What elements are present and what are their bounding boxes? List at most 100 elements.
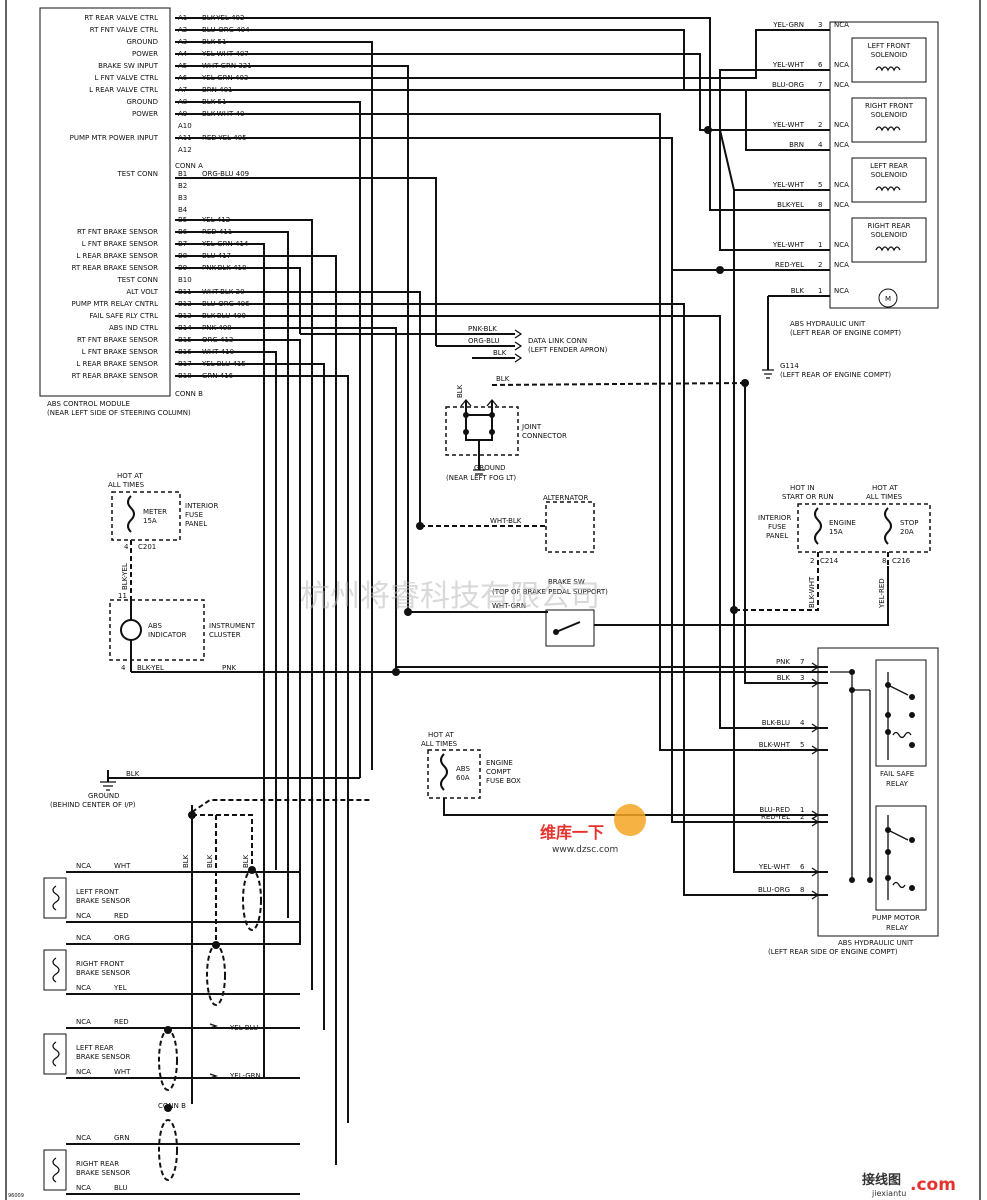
sensor-extra-bottom: YEL-GRN (229, 1072, 261, 1080)
hydraulic-bottom-wire: BLU-ORG (758, 886, 790, 894)
logo-text: 维库一下 (540, 823, 604, 842)
module-pin-number: A10 (178, 122, 192, 130)
hydraulic-bottom-pin: 6 (800, 863, 805, 871)
module-pin-label: L FNT BRAKE SENSOR (82, 348, 158, 356)
meter-wire: BLK-YEL (121, 563, 129, 590)
coil-icon (875, 186, 901, 192)
module-pin-label: POWER (132, 110, 158, 118)
meter-hot-1: HOT AT (117, 472, 144, 480)
ground-ip-label: GROUND (88, 792, 120, 800)
hydraulic-top-pin: 4 (818, 141, 823, 149)
solenoid-label-2: SOLENOID (871, 171, 907, 179)
hydraulic-top-location: (LEFT REAR OF ENGINE COMPT) (790, 329, 901, 337)
hydraulic-bottom-wire: YEL-WHT (758, 863, 791, 871)
c216-wire: YEL-RED (878, 578, 886, 609)
sensor-wire-top: ORG (114, 934, 130, 942)
fuse-box-label-2: COMPT (486, 768, 512, 776)
sensor-box (43, 1033, 67, 1075)
sensor-nca-bottom: NCA (76, 1068, 91, 1076)
corner-com: .com (910, 1175, 956, 1195)
module-name: ABS CONTROL MODULE (47, 400, 130, 408)
sensor-box (43, 877, 67, 919)
module-pin-label: BRAKE SW INPUT (98, 62, 159, 70)
c214-label: C214 (820, 557, 839, 565)
solenoid-label: RIGHT FRONT (865, 102, 914, 110)
sensor-label-2: BRAKE SENSOR (76, 1053, 130, 1061)
meter-panel-2: FUSE (185, 511, 203, 519)
fuse-box-label-3: FUSE BOX (486, 777, 521, 785)
module-pin-label: RT FNT VALVE CTRL (90, 26, 158, 34)
conn-b-bottom: CONN B (158, 1102, 186, 1110)
shield-wire-2: BLK (206, 854, 214, 868)
page-code: 96009 (8, 1193, 24, 1199)
solenoid-label-2: SOLENOID (871, 111, 907, 119)
sensor-nca-top: NCA (76, 934, 91, 942)
hydraulic-top-wire: BLU-ORG (772, 81, 804, 89)
brake-sw-wire: WHT-GRN (492, 602, 526, 610)
ground-ip-icon (100, 781, 116, 791)
engine-fuse-icon (814, 507, 822, 545)
c214-wire: BLK-WHT (808, 576, 816, 608)
logo-url: www.dzsc.com (552, 845, 618, 855)
abs-fuse-name: ABS (456, 765, 470, 773)
module-pin-label: ABS IND CTRL (109, 324, 158, 332)
dlc-wire-2: ORG-BLU (468, 337, 500, 345)
pump-relay-label: PUMP MOTOR (872, 914, 920, 922)
fail-safe-label: FAIL SAFE (880, 770, 914, 778)
dlc-wire-3: BLK (493, 349, 507, 357)
joint-ground-location: (NEAR LEFT FOG LT) (446, 474, 516, 482)
cluster-label: INSTRUMENT (209, 622, 256, 630)
right-panel-2: FUSE (768, 523, 786, 531)
hydraulic-bottom-pin: 8 (800, 886, 804, 894)
stop-fuse-name: STOP (900, 519, 918, 527)
module-pin-number: B2 (178, 182, 187, 190)
hydraulic-top-pin: 2 (818, 121, 822, 129)
hydraulic-top-pin: 7 (818, 81, 822, 89)
hydraulic-top-pin: 5 (818, 181, 822, 189)
g114-location: (LEFT REAR OF ENGINE COMPT) (780, 371, 891, 379)
sensor-coil-icon (52, 885, 60, 911)
module-pin-number: B3 (178, 194, 187, 202)
hydraulic-top-wire: BLK (791, 287, 805, 295)
meter-connector: C201 (138, 543, 156, 551)
fail-safe-label-2: RELAY (886, 780, 909, 788)
sensor-nca-top: NCA (76, 1018, 91, 1026)
corner-brand-logo: 接线图 .com jiexiantu (862, 1172, 956, 1198)
meter-hot-2: ALL TIMES (108, 481, 145, 489)
hydraulic-bottom-pin: 2 (800, 813, 804, 821)
meter-fuse-icon (127, 495, 135, 533)
sensor-coil-icon (52, 957, 60, 983)
module-pin-label: L REAR VALVE CTRL (89, 86, 158, 94)
meter-fuse-box (111, 491, 181, 541)
sensor-nca-bottom: NCA (76, 912, 91, 920)
hydraulic-top-wire: YEL-WHT (772, 121, 805, 129)
hydraulic-bottom-wire: RED-YEL (761, 813, 790, 821)
motor-symbol: M (885, 295, 891, 303)
sensor-label: LEFT FRONT (76, 888, 119, 896)
abs-fuse-amp: 60A (456, 774, 470, 782)
hot-start-run-2: START OR RUN (782, 493, 834, 501)
hydraulic-unit-bottom (817, 647, 939, 937)
module-pin-number: B4 (178, 206, 188, 214)
fail-safe-relay (875, 659, 927, 767)
module-pin-label: L FNT BRAKE SENSOR (82, 240, 158, 248)
module-pin-label: GROUND (126, 38, 158, 46)
cluster-wire-right: PNK (222, 664, 236, 672)
solenoid-label: RIGHT REAR (867, 222, 910, 230)
sensor-wire-bottom: YEL (113, 984, 127, 992)
hydraulic-top-pin: 6 (818, 61, 823, 69)
engine-compt-fuse-box (427, 749, 481, 799)
module-pin-number: A12 (178, 146, 192, 154)
stop-fuse-amp: 20A (900, 528, 914, 536)
module-pin-label: TEST CONN (116, 170, 158, 178)
solenoid-box (851, 37, 927, 83)
hydraulic-bottom-pin: 1 (800, 806, 804, 814)
sensor-label: LEFT REAR (76, 1044, 114, 1052)
sensor-coil-icon (52, 1157, 60, 1183)
hydraulic-bottom-pin: 4 (800, 719, 805, 727)
hydraulic-bottom-pin: 5 (800, 741, 804, 749)
